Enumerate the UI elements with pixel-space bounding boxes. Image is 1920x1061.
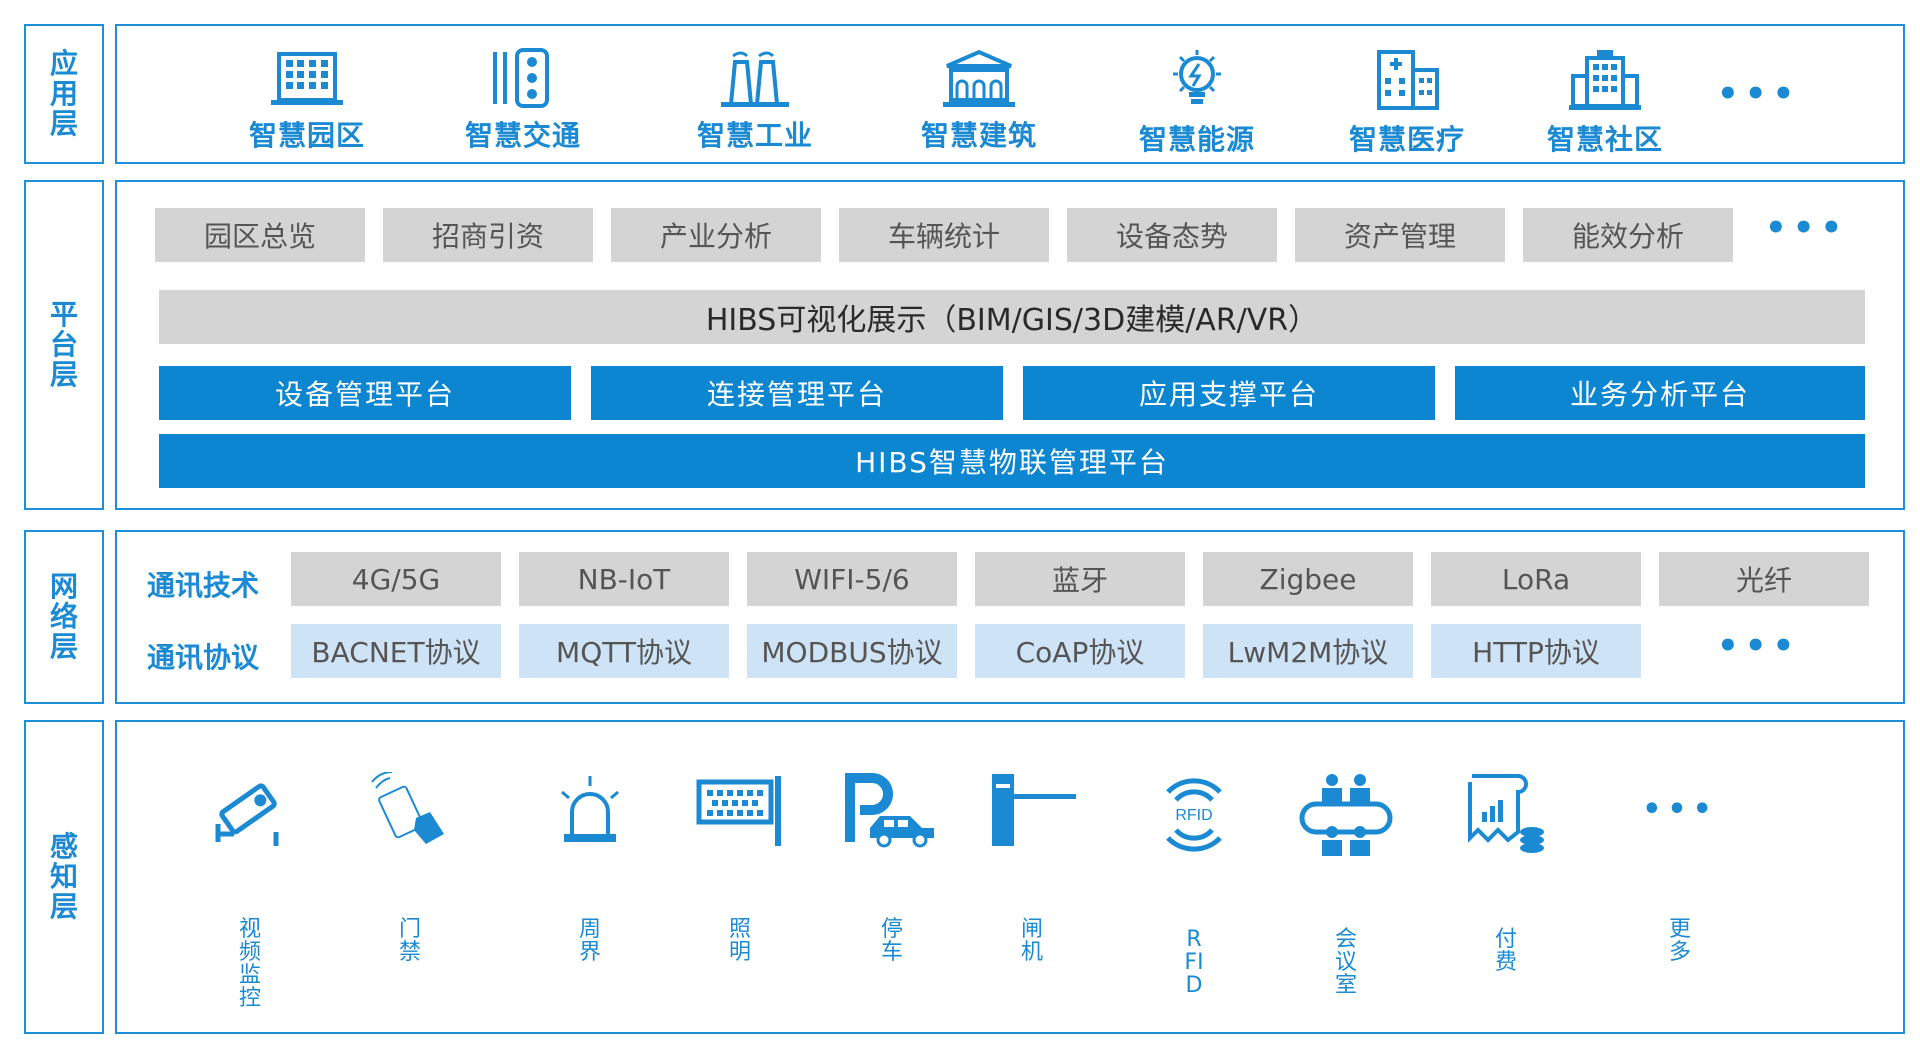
app-smart-medical[interactable]: 智慧医疗 bbox=[1317, 48, 1497, 158]
platform-layer-label: 平台层 bbox=[49, 298, 78, 391]
apartment-icon bbox=[1569, 50, 1641, 110]
app-label: 智慧园区 bbox=[248, 119, 365, 152]
platform-module-industry-analysis[interactable]: 产业分析 bbox=[611, 208, 821, 262]
sensing-layer-label: 感知层 bbox=[49, 830, 78, 923]
sense-meeting-room[interactable]: 会议室 bbox=[1271, 772, 1421, 997]
meeting-room-icon bbox=[1299, 774, 1393, 856]
sense-label: 照明 bbox=[728, 917, 751, 965]
svg-text:RFID: RFID bbox=[1175, 807, 1212, 824]
sense-video-surveillance[interactable]: 视频监控 bbox=[175, 772, 325, 1010]
protocol-mqtt[interactable]: MQTT协议 bbox=[519, 624, 729, 678]
network-layer-panel: 通讯技术 4G/5G NB-IoT WIFI-5/6 蓝牙 Zigbee LoR… bbox=[115, 530, 1905, 704]
protocol-lwm2m[interactable]: LwM2M协议 bbox=[1203, 624, 1413, 678]
factory-icon bbox=[721, 51, 789, 107]
app-more-dots: ••• bbox=[1717, 74, 1801, 114]
platform-module-asset-management[interactable]: 资产管理 bbox=[1295, 208, 1505, 262]
connection-management-platform[interactable]: 连接管理平台 bbox=[591, 366, 1003, 420]
device-management-platform[interactable]: 设备管理平台 bbox=[159, 366, 571, 420]
network-more-dots: ••• bbox=[1717, 626, 1801, 666]
sense-label: 周界 bbox=[578, 917, 601, 965]
network-layer-label: 网络层 bbox=[49, 570, 78, 663]
alarm-beacon-icon bbox=[561, 776, 619, 842]
hospital-icon bbox=[1377, 50, 1439, 110]
application-layer-label-box: 应用层 bbox=[24, 24, 104, 164]
application-layer-panel: 智慧园区 智慧交通 智慧工业 智慧建筑 bbox=[115, 24, 1905, 164]
sense-label: 停车 bbox=[880, 917, 903, 965]
lightbulb-energy-icon bbox=[1173, 50, 1221, 104]
sense-label: 付费 bbox=[1494, 927, 1517, 975]
app-smart-park[interactable]: 智慧园区 bbox=[217, 48, 397, 154]
business-analysis-platform[interactable]: 业务分析平台 bbox=[1455, 366, 1865, 420]
sense-parking[interactable]: 停车 bbox=[817, 772, 967, 964]
platform-more-dots: ••• bbox=[1765, 208, 1849, 248]
sense-barrier-gate[interactable]: 闸机 bbox=[957, 772, 1107, 964]
cctv-camera-icon bbox=[215, 783, 279, 846]
sense-lighting[interactable]: 照明 bbox=[665, 772, 815, 964]
tech-nbiot[interactable]: NB-IoT bbox=[519, 552, 729, 606]
classical-building-icon bbox=[943, 49, 1015, 107]
app-smart-industry[interactable]: 智慧工业 bbox=[665, 48, 845, 154]
more-dots-icon: ••• bbox=[1642, 792, 1718, 827]
sense-label: RFID bbox=[1184, 927, 1204, 998]
platform-module-device-status[interactable]: 设备态势 bbox=[1067, 208, 1277, 262]
app-label: 智慧建筑 bbox=[920, 119, 1037, 152]
application-support-platform[interactable]: 应用支撑平台 bbox=[1023, 366, 1435, 420]
protocol-bacnet[interactable]: BACNET协议 bbox=[291, 624, 501, 678]
office-buildings-icon bbox=[271, 52, 343, 105]
app-smart-community[interactable]: 智慧社区 bbox=[1515, 48, 1695, 158]
app-smart-traffic[interactable]: 智慧交通 bbox=[433, 48, 613, 154]
sense-label: 会议室 bbox=[1334, 927, 1357, 998]
sense-payment[interactable]: 付费 bbox=[1431, 772, 1581, 974]
tech-fiber[interactable]: 光纤 bbox=[1659, 552, 1869, 606]
sense-label: 视频监控 bbox=[238, 917, 261, 1011]
access-card-icon bbox=[371, 772, 444, 844]
app-label: 智慧社区 bbox=[1546, 123, 1663, 156]
sense-label: 闸机 bbox=[1020, 917, 1043, 965]
iot-management-platform[interactable]: HIBS智慧物联管理平台 bbox=[159, 434, 1865, 488]
app-label: 智慧医疗 bbox=[1348, 123, 1465, 156]
protocol-modbus[interactable]: MODBUS协议 bbox=[747, 624, 957, 678]
sense-label: 门禁 bbox=[398, 917, 421, 965]
protocol-http[interactable]: HTTP协议 bbox=[1431, 624, 1641, 678]
tech-zigbee[interactable]: Zigbee bbox=[1203, 552, 1413, 606]
visualization-bar[interactable]: HIBS可视化展示（BIM/GIS/3D建模/AR/VR） bbox=[159, 290, 1865, 344]
platform-module-park-overview[interactable]: 园区总览 bbox=[155, 208, 365, 262]
sensing-layer-panel: 视频监控 门禁 周界 照明 bbox=[115, 720, 1905, 1034]
app-label: 智慧交通 bbox=[464, 119, 581, 152]
platform-module-investment[interactable]: 招商引资 bbox=[383, 208, 593, 262]
app-label: 智慧工业 bbox=[696, 119, 813, 152]
app-smart-energy[interactable]: 智慧能源 bbox=[1107, 48, 1287, 158]
tech-4g5g[interactable]: 4G/5G bbox=[291, 552, 501, 606]
platform-layer-panel: 园区总览 招商引资 产业分析 车辆统计 设备态势 资产管理 能效分析 ••• H… bbox=[115, 180, 1905, 510]
sense-perimeter[interactable]: 周界 bbox=[515, 772, 665, 964]
communication-tech-label: 通讯技术 bbox=[147, 569, 260, 602]
application-layer-label: 应用层 bbox=[49, 47, 78, 140]
communication-protocol-label: 通讯协议 bbox=[147, 641, 260, 674]
led-display-icon bbox=[696, 776, 781, 846]
tech-lora[interactable]: LoRa bbox=[1431, 552, 1641, 606]
protocol-coap[interactable]: CoAP协议 bbox=[975, 624, 1185, 678]
barrier-gate-icon bbox=[992, 774, 1076, 846]
platform-module-vehicle-stats[interactable]: 车辆统计 bbox=[839, 208, 1049, 262]
traffic-light-icon bbox=[493, 48, 549, 108]
app-smart-building[interactable]: 智慧建筑 bbox=[889, 48, 1069, 154]
rfid-icon: RFID bbox=[1166, 778, 1222, 852]
platform-layer-label-box: 平台层 bbox=[24, 180, 104, 510]
platform-module-energy-analysis[interactable]: 能效分析 bbox=[1523, 208, 1733, 262]
app-label: 智慧能源 bbox=[1138, 123, 1255, 156]
tech-wifi[interactable]: WIFI-5/6 bbox=[747, 552, 957, 606]
parking-car-icon bbox=[845, 773, 934, 848]
sense-label: 更多 bbox=[1668, 917, 1691, 965]
network-layer-label-box: 网络层 bbox=[24, 530, 104, 704]
payment-icon bbox=[1468, 774, 1544, 853]
sense-rfid[interactable]: RFID RFID bbox=[1119, 772, 1269, 997]
tech-bluetooth[interactable]: 蓝牙 bbox=[975, 552, 1185, 606]
sense-more[interactable]: ••• 更多 bbox=[1605, 772, 1755, 964]
sense-access-control[interactable]: 门禁 bbox=[335, 772, 485, 964]
sensing-layer-label-box: 感知层 bbox=[24, 720, 104, 1034]
